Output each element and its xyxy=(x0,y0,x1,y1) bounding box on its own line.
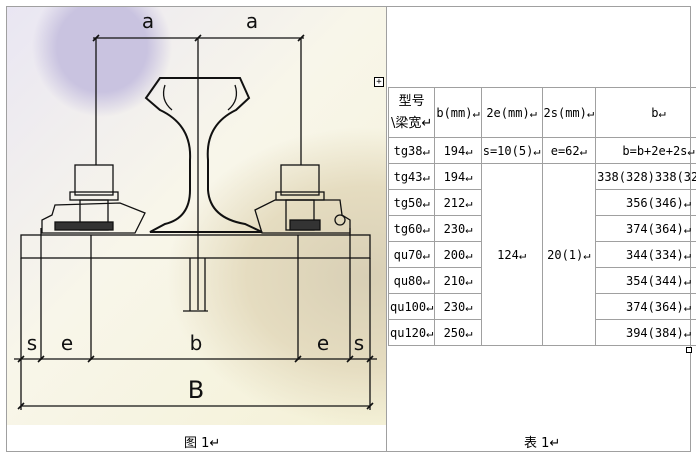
table-header-row: 型号\梁宽↵ b(mm)↵ 2e(mm)↵ 2s(mm)↵ b↵ xyxy=(387,87,696,138)
label-s-left: s xyxy=(27,331,37,355)
cell-model: qu120↵ xyxy=(387,319,436,346)
cell-b: 250↵ xyxy=(434,319,482,346)
table-row: tg38↵ 194↵ s=10(5)↵ e=62↵ b=b+2e+2s↵ xyxy=(387,137,696,164)
header-b: b↵ xyxy=(595,87,696,138)
cell-result: 356(346)↵ xyxy=(595,189,696,216)
cell-b: 200↵ xyxy=(434,241,482,268)
table-row: qu100↵230↵ 374(364)↵ xyxy=(387,293,696,320)
table-row: qu80↵210↵ 354(344)↵ xyxy=(387,267,696,294)
rail-drawing: a a s e b e s B xyxy=(14,9,377,410)
cell-result: 338(328)338(328)↵ xyxy=(595,163,696,190)
cell-2e-merged: 124↵ xyxy=(480,163,543,346)
move-icon[interactable]: + xyxy=(374,77,384,87)
header-2s: 2s(mm)↵ xyxy=(541,87,597,138)
cell-b: 230↵ xyxy=(434,215,482,242)
cell-b: 194↵ xyxy=(434,137,482,164)
cell-result: b=b+2e+2s↵ xyxy=(595,137,696,164)
table-row: qu120↵250↵ 394(384)↵ xyxy=(387,319,696,346)
cell-2s: e=62↵ xyxy=(541,137,597,164)
cell-model: tg60↵ xyxy=(387,215,436,242)
cell-result: 374(364)↵ xyxy=(595,215,696,242)
label-B: B xyxy=(188,376,204,404)
cell-divider xyxy=(386,6,387,452)
cell-2s-merged: 20(1)↵ xyxy=(541,163,597,346)
cell-model: tg43↵ xyxy=(387,163,436,190)
label-e-right: e xyxy=(317,331,329,355)
label-b: b xyxy=(190,331,203,355)
cell-model: qu70↵ xyxy=(387,241,436,268)
cell-b: 194↵ xyxy=(434,163,482,190)
cell-result: 394(384)↵ xyxy=(595,319,696,346)
cell-b: 230↵ xyxy=(434,293,482,320)
cell-model: qu80↵ xyxy=(387,267,436,294)
label-s-right: s xyxy=(354,331,364,355)
table-row: tg43↵ 194↵ 124↵ 20(1)↵ 338(328)338(328)↵ xyxy=(387,163,696,346)
resize-icon[interactable] xyxy=(686,347,692,353)
figure-caption: 图 1↵ xyxy=(184,436,221,451)
cell-result: 354(344)↵ xyxy=(595,267,696,294)
header-model: 型号\梁宽↵ xyxy=(387,87,436,138)
header-2e: 2e(mm)↵ xyxy=(480,87,543,138)
label-e-left: e xyxy=(61,331,73,355)
cell-model: qu100↵ xyxy=(387,293,436,320)
cell-b: 210↵ xyxy=(434,267,482,294)
table-caption: 表 1↵ xyxy=(524,436,561,451)
cell-model: tg38↵ xyxy=(387,137,436,164)
cell-result: 374(364)↵ xyxy=(595,293,696,320)
label-a-right: a xyxy=(246,9,258,33)
cell-b: 212↵ xyxy=(434,189,482,216)
cell-result: 344(334)↵ xyxy=(595,241,696,268)
label-a-left: a xyxy=(142,9,154,33)
rail-fastener-figure: a a s e b e s B xyxy=(7,7,386,425)
cell-2e: s=10(5)↵ xyxy=(480,137,543,164)
spec-table: 型号\梁宽↵ b(mm)↵ 2e(mm)↵ 2s(mm)↵ b↵ tg38↵ 1… xyxy=(387,87,696,346)
cell-model: tg50↵ xyxy=(387,189,436,216)
header-b-mm: b(mm)↵ xyxy=(434,87,482,138)
table-row: qu70↵200↵ 344(334)↵ xyxy=(387,241,696,268)
